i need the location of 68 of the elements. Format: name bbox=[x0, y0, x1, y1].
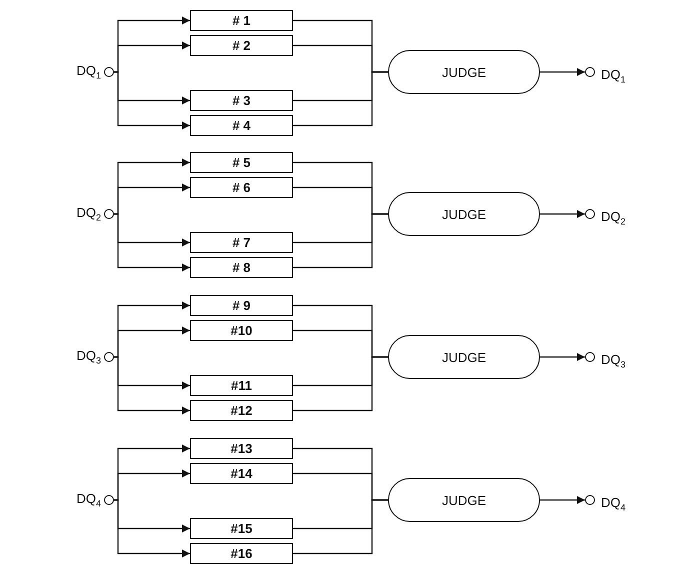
block-label: JUDGE bbox=[442, 64, 486, 80]
block-label: #11 bbox=[231, 378, 252, 393]
arrow bbox=[540, 210, 585, 218]
terminal-circle bbox=[585, 209, 595, 219]
terminal-circle bbox=[585, 67, 595, 77]
arrow bbox=[540, 68, 585, 76]
terminal-circle bbox=[104, 352, 114, 362]
block-label: # 2 bbox=[232, 38, 251, 53]
arrow bbox=[540, 496, 585, 504]
terminal-label: DQ$_{1}$ bbox=[76, 63, 101, 81]
terminal-circle bbox=[104, 495, 114, 505]
arrow bbox=[114, 213, 190, 272]
process-block bbox=[190, 115, 293, 136]
process-block bbox=[190, 177, 293, 198]
process-block bbox=[190, 518, 293, 539]
block-label: JUDGE bbox=[442, 206, 486, 222]
block-label: #10 bbox=[230, 323, 252, 338]
block-label: #14 bbox=[230, 466, 252, 481]
arrow bbox=[114, 356, 190, 414]
terminal-circle bbox=[104, 209, 114, 219]
block-label: # 1 bbox=[232, 13, 251, 28]
process-block bbox=[190, 400, 293, 421]
terminal-label: DQ$_{4}$ bbox=[601, 495, 626, 513]
block-label: # 6 bbox=[232, 180, 251, 195]
judge-block bbox=[388, 192, 540, 236]
connector-line bbox=[293, 71, 388, 126]
block-label: #15 bbox=[230, 521, 252, 536]
process-block bbox=[190, 295, 293, 316]
judge-block bbox=[388, 478, 540, 522]
process-block bbox=[190, 10, 293, 31]
process-block bbox=[190, 35, 293, 56]
terminal-circle bbox=[585, 352, 595, 362]
block-label: JUDGE bbox=[442, 350, 486, 364]
terminal-label: DQ$_{2}$ bbox=[76, 205, 101, 223]
terminal-label: DQ$_{3}$ bbox=[601, 352, 626, 370]
process-block bbox=[190, 438, 293, 459]
block-label: #16 bbox=[230, 546, 252, 561]
block-label: # 3 bbox=[232, 93, 251, 108]
process-block bbox=[190, 152, 293, 173]
arrow bbox=[114, 499, 190, 558]
block-label: #12 bbox=[230, 403, 252, 418]
arrow bbox=[540, 353, 585, 361]
connector-line bbox=[293, 356, 388, 412]
process-block bbox=[190, 257, 293, 278]
block-label: # 8 bbox=[232, 260, 251, 275]
process-block bbox=[190, 320, 293, 341]
block-label: # 5 bbox=[232, 155, 251, 170]
block-label: #13 bbox=[230, 441, 252, 456]
block-label: JUDGE bbox=[442, 492, 486, 508]
terminal-circle bbox=[104, 67, 114, 77]
judge-block bbox=[388, 335, 540, 379]
connector-line bbox=[293, 213, 388, 268]
terminal-label: DQ$_{4}$ bbox=[76, 491, 101, 509]
judge-block bbox=[388, 50, 540, 94]
process-block bbox=[190, 232, 293, 253]
terminal-label: DQ$_{2}$ bbox=[601, 209, 626, 227]
process-block bbox=[190, 463, 293, 484]
terminal-label: DQ$_{1}$ bbox=[601, 67, 626, 85]
process-block bbox=[190, 90, 293, 111]
terminal-label: DQ$_{3}$ bbox=[76, 348, 101, 366]
block-label: # 7 bbox=[232, 235, 251, 250]
process-block bbox=[190, 543, 293, 564]
terminal-circle bbox=[585, 495, 595, 505]
process-block bbox=[190, 375, 293, 396]
block-label: # 4 bbox=[232, 118, 251, 133]
block-label: # 9 bbox=[232, 298, 251, 313]
connector-line bbox=[293, 499, 388, 554]
arrow bbox=[114, 71, 190, 130]
